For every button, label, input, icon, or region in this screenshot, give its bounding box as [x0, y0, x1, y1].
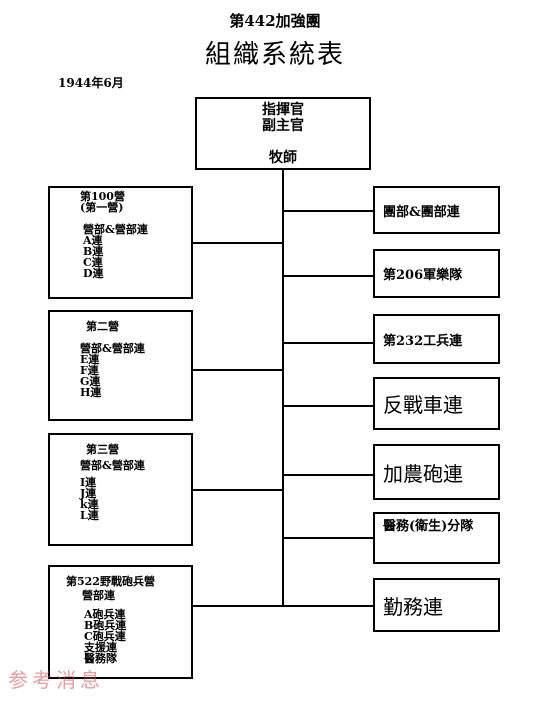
- connector-right-5: [283, 474, 373, 476]
- connector-left-3: [193, 489, 283, 491]
- connector-left-2: [193, 369, 283, 371]
- unit-label: 第206軍樂隊: [383, 268, 463, 283]
- unit-box-hq: 團部&團部連: [373, 186, 500, 234]
- unit-label: 反戰車連: [383, 393, 463, 417]
- battalion-title: 第三營: [86, 443, 119, 456]
- unit-title: 第442加強團: [229, 12, 321, 30]
- connector-left-1: [193, 242, 283, 244]
- unit-label: 加農砲連: [383, 461, 463, 486]
- unit-box-antitank: 反戰車連: [373, 377, 500, 430]
- battalion-item: 營部&營部連: [80, 342, 145, 355]
- watermark-logo: 参考消息: [8, 668, 104, 692]
- battalion-item: 支援連: [84, 641, 117, 654]
- battalion-box-3: 第三營 營部&營部連 I連 J連 k連 L連: [48, 433, 193, 546]
- chaplain-label: 牧師: [269, 150, 297, 166]
- connector-right-3: [283, 342, 373, 344]
- battalion-title: 第二營: [86, 320, 119, 333]
- battalion-box-100: 第100營 (第一營) 營部&營部連 A連 B連 C連 D連: [48, 186, 193, 299]
- unit-label: 團部&團部連: [383, 204, 460, 220]
- battalion-item: A連: [83, 234, 103, 247]
- battalion-item: k連: [80, 498, 99, 511]
- unit-box-medical: 醫務(衛生)分隊: [373, 512, 500, 564]
- chart-title: 組織系統表: [204, 40, 345, 70]
- battalion-item: B連: [83, 245, 104, 258]
- battalion-item: 營部&營部連: [80, 459, 145, 472]
- battalion-item: C砲兵連: [84, 630, 126, 643]
- battalion-item: E連: [80, 353, 100, 366]
- main-trunk-line: [282, 170, 284, 606]
- battalion-item: D連: [83, 267, 104, 280]
- connector-right-6: [283, 537, 373, 539]
- battalion-box-522: 第522野戰砲兵營 營部連 A砲兵連 B砲兵連 C砲兵連 支援連 醫務隊: [48, 565, 193, 679]
- connector-right-2: [283, 275, 373, 277]
- connector-right-4: [283, 405, 373, 407]
- battalion-item: C連: [83, 256, 103, 269]
- date-label: 1944年6月: [58, 76, 124, 90]
- battalion-item: F連: [80, 364, 99, 377]
- unit-box-band: 第206軍樂隊: [373, 249, 500, 298]
- battalion-item: A砲兵連: [84, 608, 126, 621]
- deputy-label: 副主官: [262, 118, 304, 134]
- battalion-item: 醫務隊: [84, 652, 117, 665]
- battalion-item: B砲兵連: [84, 619, 127, 632]
- unit-label: 第232工兵連: [383, 333, 463, 349]
- command-box: 指揮官 副主官 牧師: [195, 97, 371, 170]
- commander-label: 指揮官: [262, 102, 304, 118]
- battalion-title: 第100營: [80, 190, 125, 203]
- connector-right-1: [283, 210, 373, 212]
- unit-box-cannon: 加農砲連: [373, 444, 500, 500]
- battalion-item: J連: [80, 487, 97, 500]
- battalion-subtitle: (第一營): [80, 201, 124, 214]
- unit-box-service: 勤務連: [373, 578, 500, 632]
- unit-box-engineer: 第232工兵連: [373, 314, 500, 364]
- unit-label: 醫務(衛生)分隊: [383, 519, 474, 534]
- connector-left-4: [193, 605, 283, 607]
- battalion-item: G連: [80, 375, 101, 388]
- battalion-title: 第522野戰砲兵營: [66, 575, 155, 588]
- battalion-box-2: 第二營 營部&營部連 E連 F連 G連 H連: [48, 310, 193, 421]
- connector-right-7: [283, 605, 373, 607]
- battalion-item: H連: [80, 386, 102, 399]
- battalion-item: I連: [80, 476, 97, 489]
- battalion-item: L連: [80, 509, 99, 522]
- unit-label: 勤務連: [383, 594, 443, 619]
- battalion-subtitle: 營部連: [82, 589, 115, 602]
- battalion-item: 營部&營部連: [83, 223, 148, 236]
